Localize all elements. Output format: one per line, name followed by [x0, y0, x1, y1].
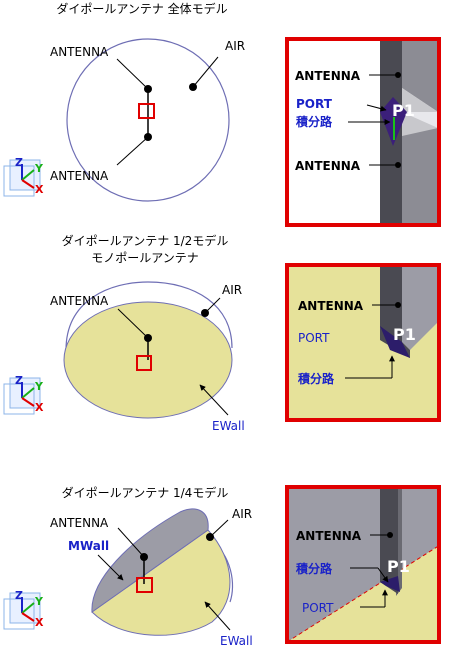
d1-antenna-top-dot	[395, 72, 401, 78]
d2-label-integral: 積分路	[297, 371, 335, 386]
axis-label-z: Z	[15, 374, 23, 387]
leader-antenna-top	[116, 58, 149, 90]
axis-cube-back	[9, 592, 41, 624]
section-1-title: ダイポールアンテナ 全体モデル	[56, 1, 227, 16]
d3-leader-integral-down	[377, 567, 389, 583]
axis-cube-front	[3, 165, 35, 197]
axis-icon-2: Z Y X	[3, 374, 44, 415]
section-quarter-model: ダイポールアンテナ 1/4モデル ANTENNA AIR MWall EWall	[50, 485, 441, 648]
port-face-3	[380, 576, 400, 592]
detail-panel-2: ANTENNA PORT 積分路 P1	[285, 263, 441, 422]
d3-label-antenna: ANTENNA	[296, 529, 362, 543]
d2-antenna-dot	[395, 302, 401, 308]
label-air: AIR	[225, 39, 245, 53]
detail-panel-1: ANTENNA PORT 積分路 P1 ANTENNA	[285, 37, 441, 227]
d3-p1-label: P1	[387, 557, 410, 576]
detail-panel-3: ANTENNA 積分路 P1 PORT	[285, 485, 441, 644]
feed-gap-notch-face	[402, 112, 438, 128]
leader-antenna-2	[117, 308, 149, 339]
section-2-title-line1: ダイポールアンテナ 1/2モデル	[62, 233, 229, 248]
axis-line-y	[21, 387, 35, 399]
port-face-2	[380, 326, 410, 358]
full-sphere-model: ANTENNA ANTENNA AIR	[50, 38, 245, 202]
leader-air-3	[209, 519, 229, 538]
axis-cube-front	[3, 598, 35, 630]
label-antenna-bottom: ANTENNA	[50, 169, 109, 183]
axis-label-y: Y	[34, 380, 44, 393]
leader-antenna-bottom	[116, 136, 149, 166]
section-full-model: ダイポールアンテナ 全体モデル ANTENNA ANTENNA AIR	[50, 1, 441, 227]
detail-panel-2-frame	[285, 263, 441, 422]
d2-label-port: PORT	[298, 331, 330, 345]
monopole-side-face	[402, 265, 438, 350]
d3-label-port: PORT	[302, 601, 334, 615]
detail-panel-3-frame	[285, 485, 441, 644]
axis-line-y	[21, 602, 35, 614]
label-mwall-3: MWall	[68, 539, 109, 553]
axis-cube-front	[3, 383, 35, 415]
axis-line-x	[21, 612, 35, 622]
leader-antenna-3	[117, 527, 145, 558]
d2-p1-label: P1	[393, 325, 416, 344]
leader-air-2	[204, 297, 221, 314]
air-sphere	[66, 38, 230, 202]
leader-mwall-3	[97, 554, 124, 581]
half-sphere-model: ANTENNA AIR EWall	[50, 281, 245, 433]
d1-label-integral: 積分路	[295, 114, 333, 129]
d3-label-integral: 積分路	[295, 561, 333, 576]
axis-cube-back	[9, 159, 41, 191]
quarter-antenna-body	[380, 487, 398, 594]
leader-ewall-2	[199, 384, 229, 416]
ewall-edge-dash	[287, 545, 439, 642]
label-antenna-2: ANTENNA	[50, 294, 109, 308]
axis-line-x	[21, 179, 35, 189]
axis-label-x: X	[35, 183, 44, 196]
axis-label-x: X	[35, 401, 44, 414]
leader-air	[192, 56, 219, 88]
axis-line-y	[21, 169, 35, 181]
d2-label-antenna: ANTENNA	[298, 299, 364, 313]
axis-cube-back	[9, 377, 41, 409]
axis-label-y: Y	[34, 162, 44, 175]
port-highlight-box-2	[136, 355, 152, 371]
section-2-title-line2: モノポールアンテナ	[91, 251, 199, 265]
axis-label-y: Y	[34, 595, 44, 608]
quarter-sphere-model: ANTENNA AIR MWall EWall	[50, 507, 253, 648]
detail-panel-1-frame	[285, 37, 441, 227]
port-highlight-box-3	[136, 577, 153, 593]
label-antenna-top: ANTENNA	[50, 45, 109, 59]
d1-antenna-bottom-dot	[395, 162, 401, 168]
d1-label-port: PORT	[296, 97, 333, 111]
d1-leader-port	[366, 104, 387, 112]
axis-label-z: Z	[15, 156, 23, 169]
axis-label-z: Z	[15, 589, 23, 602]
axis-icon-3: Z Y X	[3, 589, 44, 630]
section-half-model: ダイポールアンテナ 1/2モデル モノポールアンテナ ANTENNA AIR E…	[50, 233, 441, 433]
label-ewall-3: EWall	[220, 634, 253, 648]
ewall-quarter	[91, 529, 231, 636]
d3-antenna-dot	[387, 532, 393, 538]
leader-ewall-3	[204, 601, 231, 631]
section-3-title: ダイポールアンテナ 1/4モデル	[62, 485, 229, 500]
d1-label-antenna-bottom: ANTENNA	[295, 159, 361, 173]
d1-p1-label: P1	[392, 101, 415, 120]
label-air-2: AIR	[222, 283, 242, 297]
d1-label-antenna-top: ANTENNA	[295, 69, 361, 83]
axis-icon-1: Z Y X	[3, 156, 44, 197]
label-air-3: AIR	[232, 507, 252, 521]
axis-line-x	[21, 397, 35, 407]
label-antenna-3: ANTENNA	[50, 516, 109, 530]
air-hemisphere-outline	[65, 281, 233, 351]
axis-label-x: X	[35, 616, 44, 629]
port-highlight-box	[138, 103, 155, 119]
mwall-quarter	[91, 508, 209, 613]
label-ewall-2: EWall	[212, 419, 245, 433]
